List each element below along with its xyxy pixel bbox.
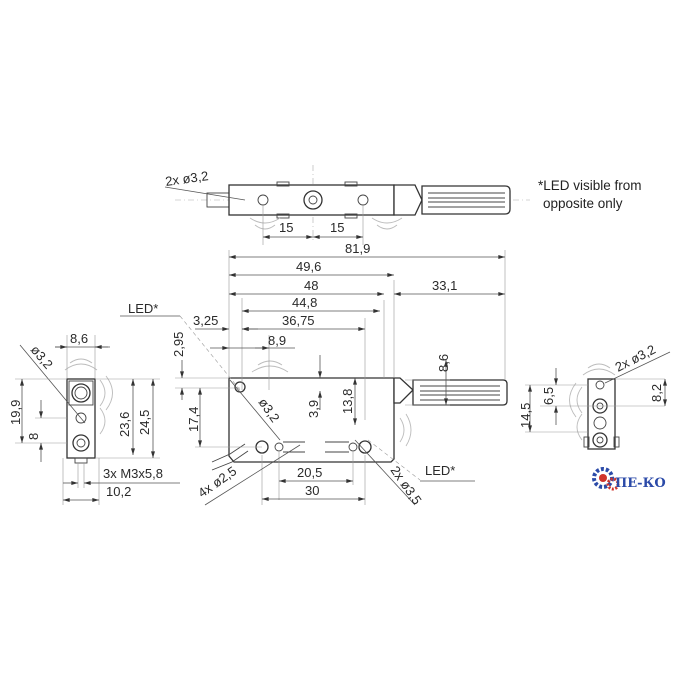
top-actuator <box>421 185 511 215</box>
led-note-line1: *LED visible from <box>538 178 642 193</box>
left-dim-10-2: 10,2 <box>106 484 131 499</box>
dim-20-5: 20,5 <box>297 465 322 480</box>
dim-13-8: 13,8 <box>340 389 355 414</box>
dim-17-4: 17,4 <box>186 407 201 432</box>
dim-8-9: 8,9 <box>268 333 286 348</box>
right-dim-6-5: 6,5 <box>541 387 556 405</box>
dim-44-8: 44,8 <box>292 295 317 310</box>
side-actuator <box>412 379 508 406</box>
left-hole-callout: ø3,2 <box>28 342 56 372</box>
dim-81-9: 81,9 <box>345 241 370 256</box>
right-dim-14-5: 14,5 <box>518 403 533 428</box>
side-view-dimensions: 81,9 49,6 48 33,1 44,8 LED* 3,25 36,75 8… <box>120 241 506 507</box>
holes-3-5-callout: 2x ø3,5 <box>388 463 425 507</box>
left-thread-callout: 3x M3x5,8 <box>103 466 163 481</box>
dim-15-right: 15 <box>330 220 344 235</box>
dim-48: 48 <box>304 278 318 293</box>
dim-36-75: 36,75 <box>282 313 315 328</box>
side-cable <box>211 443 246 463</box>
dim-30: 30 <box>305 483 319 498</box>
dim-3-9: 3,9 <box>306 400 321 418</box>
left-dim-19-9: 19,9 <box>8 400 23 425</box>
dim-49-6: 49,6 <box>296 259 321 274</box>
company-logo: ПЕ-КО <box>592 467 666 491</box>
led-note-line2: opposite only <box>543 196 623 211</box>
left-dim-23-6: 23,6 <box>117 412 132 437</box>
left-dim-24-5: 24,5 <box>137 410 152 435</box>
right-end-view: 2x ø3,2 14,5 6,5 8,2 <box>518 342 671 450</box>
dim-8-6: 8,6 <box>436 354 451 372</box>
side-view <box>211 360 508 471</box>
right-holes-callout: 2x ø3,2 <box>613 342 658 375</box>
left-dim-8-6: 8,6 <box>70 331 88 346</box>
holes-2-5-callout: 4x ø2,5 <box>195 463 239 500</box>
left-dim-8: 8 <box>26 433 41 440</box>
top-view: 2x ø3,2 15 15 <box>164 165 530 245</box>
left-end-view: 8,6 ø3,2 19,9 8 23,6 24,5 3x M3x5,8 10,2 <box>8 331 180 505</box>
dim-2-95: 2,95 <box>171 332 186 357</box>
top-hole-callout: 2x ø3,2 <box>164 168 209 189</box>
dim-15-left: 15 <box>279 220 293 235</box>
right-dim-8-2: 8,2 <box>649 384 664 402</box>
led-label-top: LED* <box>128 301 158 316</box>
led-label-bottom: LED* <box>425 463 455 478</box>
dim-33-1: 33,1 <box>432 278 457 293</box>
dim-3-25: 3,25 <box>193 313 218 328</box>
svg-text:ПЕ-КО: ПЕ-КО <box>615 476 666 491</box>
